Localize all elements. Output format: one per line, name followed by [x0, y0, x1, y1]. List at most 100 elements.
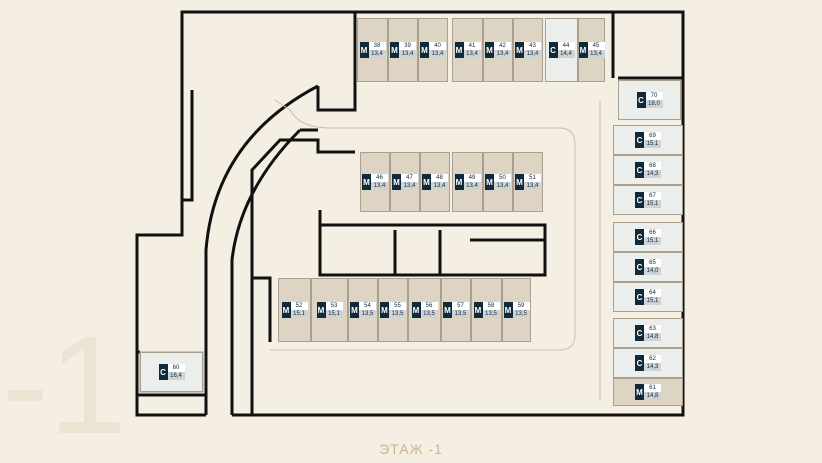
spot-number: 51	[524, 174, 541, 182]
spot-area: 13,4	[463, 50, 481, 58]
spot-type: M	[515, 42, 524, 58]
spot-area: 14,3	[644, 363, 661, 371]
floor-watermark: -1	[2, 306, 127, 463]
spot-number: 68	[644, 162, 661, 170]
spot-type: C	[158, 364, 168, 380]
spot-area: 13,5	[359, 310, 376, 318]
spot-area: 13,4	[494, 50, 511, 58]
spot-type: M	[578, 42, 588, 58]
spot-type: M	[420, 42, 429, 58]
spot-area: 13,5	[482, 310, 500, 318]
spot-number: 57	[452, 302, 469, 310]
spot-type: C	[635, 259, 644, 275]
spot-area: 15,1	[644, 140, 661, 148]
spot-type: C	[635, 325, 644, 341]
spot-area: 13,4	[463, 182, 481, 190]
spot-number: 60	[167, 364, 185, 372]
spot-area: 13,4	[368, 50, 386, 58]
spot-area: 13,4	[431, 182, 448, 190]
spot-area: 14,8	[644, 333, 661, 341]
spot-number: 66	[644, 229, 661, 237]
spot-type: M	[362, 174, 371, 190]
spot-type: C	[635, 229, 644, 245]
spot-number: 63	[644, 325, 661, 333]
spot-type: C	[635, 132, 644, 148]
spot-number: 40	[429, 42, 446, 50]
spot-type: M	[392, 174, 401, 190]
spot-number: 61	[644, 384, 661, 392]
spot-area: 14,0	[644, 267, 661, 275]
spot-type: M	[473, 302, 483, 318]
spot-area: 14,3	[644, 170, 661, 178]
spot-area: 13,4	[399, 50, 416, 58]
spot-number: 41	[463, 42, 481, 50]
spot-type: M	[635, 384, 644, 400]
spot-area: 13,5	[420, 310, 438, 318]
spot-type: M	[454, 174, 464, 190]
spot-type: M	[485, 42, 494, 58]
spot-area: 13,5	[452, 310, 469, 318]
spot-type: C	[636, 92, 646, 108]
spot-type: M	[350, 302, 359, 318]
floor-title: ЭТАЖ -1	[379, 441, 443, 457]
spot-number: 43	[524, 42, 541, 50]
spot-area: 14,8	[644, 392, 661, 400]
spot-number: 54	[359, 302, 376, 310]
spot-number: 48	[431, 174, 448, 182]
spot-type: C	[635, 162, 644, 178]
spot-area: 13,4	[401, 182, 418, 190]
spot-number: 53	[325, 302, 343, 310]
